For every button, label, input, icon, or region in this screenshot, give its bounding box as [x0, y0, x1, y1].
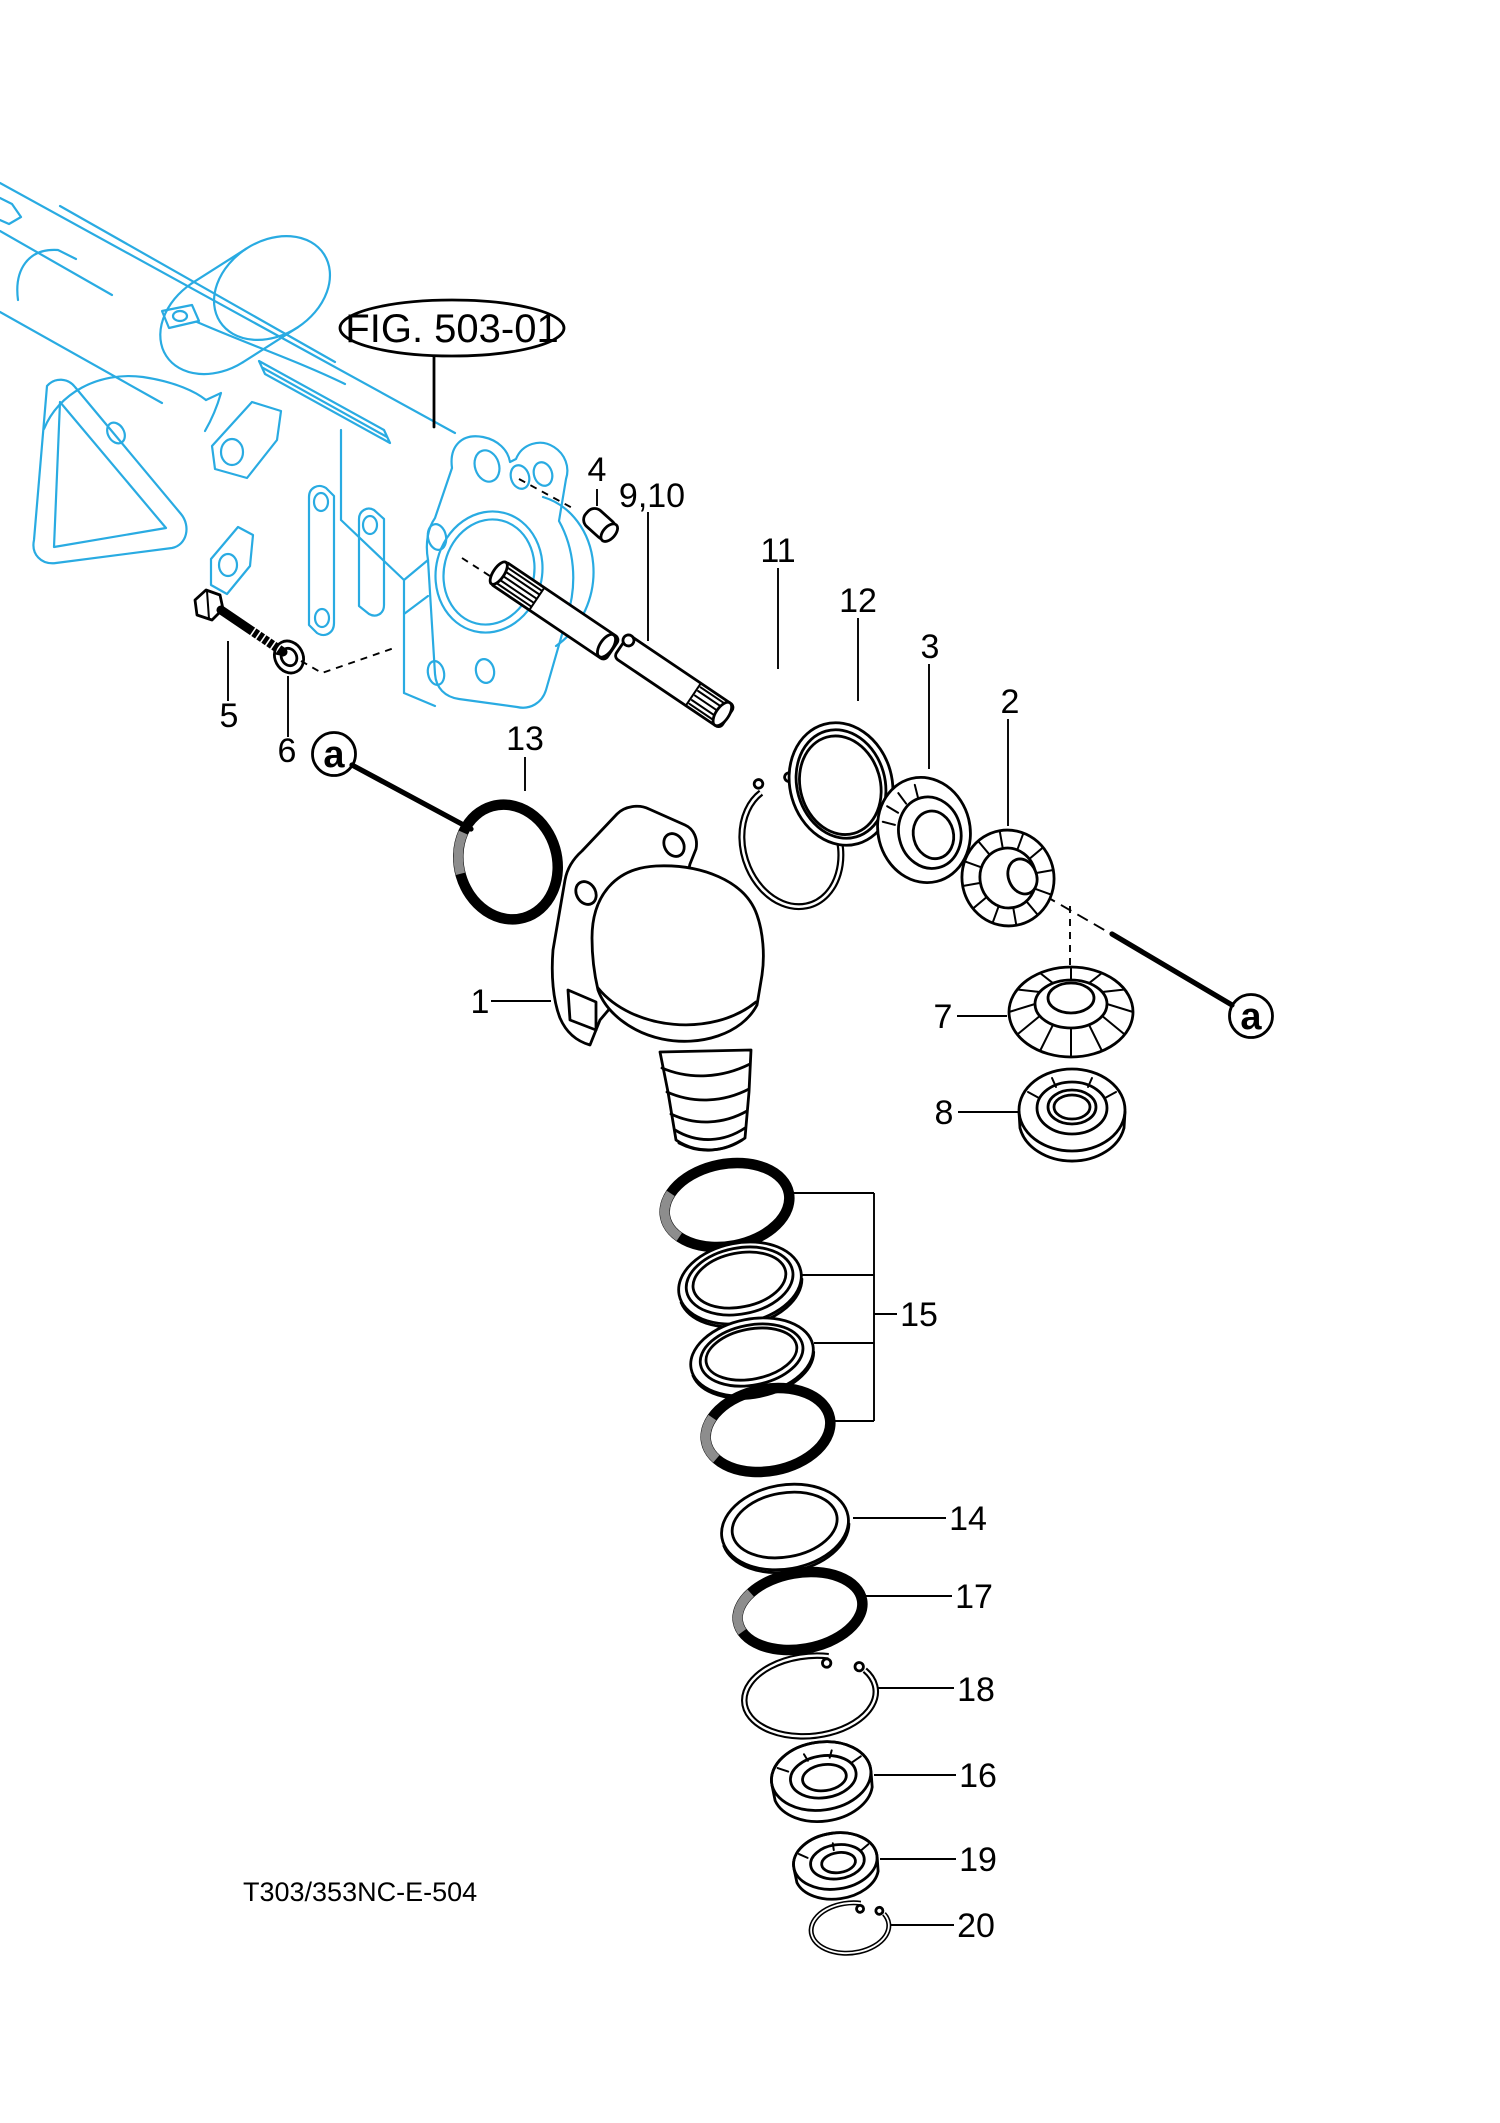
datum-label-right: a	[1240, 996, 1262, 1038]
axle-housing-outline	[0, 181, 595, 709]
part-12-ring	[787, 721, 895, 847]
callout-8: 8	[935, 1094, 954, 1132]
part-15-o-ring-upper	[659, 1157, 795, 1253]
datum-marker-left: a	[311, 731, 357, 777]
datum-marker-right: a	[1228, 993, 1274, 1039]
part-7-bevel-gear	[1007, 965, 1135, 1059]
callout-7: 7	[934, 998, 953, 1036]
part-6-spring-washer	[273, 639, 305, 675]
part-17-o-ring	[732, 1566, 868, 1656]
drawing-code: T303/353NC-E-504	[243, 1877, 477, 1907]
callout-6: 6	[278, 732, 297, 770]
callout-labels: 4 9,10 11 12 3 2 5 6 13 1 7 8 15 14 17 1…	[220, 451, 1020, 1945]
part-15-o-ring-lower	[700, 1382, 836, 1478]
callout-14: 14	[949, 1500, 987, 1538]
part-4-pin	[582, 507, 619, 543]
part-20-snap-ring	[808, 1900, 892, 1956]
callout-18: 18	[957, 1671, 995, 1709]
datum-label-left: a	[323, 734, 345, 776]
part-9-10-splined-shaft-front	[488, 560, 620, 661]
callout-13: 13	[506, 720, 544, 758]
part-18-snap-ring	[741, 1652, 880, 1740]
callout-4: 4	[588, 451, 607, 489]
callout-11: 11	[760, 532, 795, 570]
part-8-bearing	[1017, 1067, 1127, 1163]
part-3-bearing	[876, 775, 972, 885]
callout-3: 3	[921, 628, 940, 666]
callout-1: 1	[471, 983, 490, 1021]
part-1-gear-case-cover	[550, 804, 765, 1152]
part-9-10-splined-shaft-rear	[614, 633, 735, 729]
part-2-bevel-gear	[960, 828, 1056, 928]
callout-5: 5	[220, 697, 239, 735]
callout-9-10: 9,10	[619, 477, 685, 515]
part-15-seal-upper	[677, 1240, 804, 1329]
callout-20: 20	[957, 1907, 995, 1945]
part-14-seal-ring	[720, 1482, 851, 1574]
callout-19: 19	[959, 1841, 997, 1879]
callout-15: 15	[900, 1296, 938, 1334]
part-13-o-ring	[453, 799, 563, 925]
figure-reference-label: FIG. 503-01	[345, 307, 558, 351]
callout-2: 2	[1001, 683, 1020, 721]
leader-lines	[227, 478, 1235, 1926]
callout-17: 17	[955, 1578, 993, 1616]
part-15-seal-lower	[689, 1316, 816, 1400]
part-19-bearing	[792, 1831, 880, 1901]
callout-12: 12	[839, 582, 877, 620]
part-5-bolt	[193, 588, 288, 657]
part-16-bearing	[770, 1740, 874, 1823]
figure-reference-balloon: FIG. 503-01	[338, 298, 566, 429]
callout-16: 16	[959, 1757, 997, 1795]
